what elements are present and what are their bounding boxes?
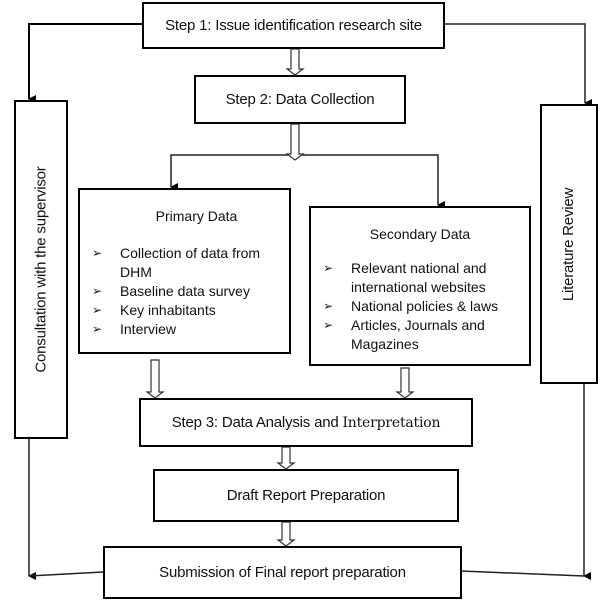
arrowhead-bullet-icon: ➢ — [323, 299, 334, 313]
arrowhead-bullet-icon: ➢ — [92, 303, 103, 317]
list-item: ➢Articles, Journals and — [323, 317, 485, 333]
step3-box: Step 3: Data Analysis and Interpretation — [139, 398, 473, 447]
step1-box: Step 1: Issue identification research si… — [142, 2, 445, 49]
arrowhead-bullet-icon: ➢ — [92, 246, 103, 260]
connector-step1-to-consultation — [28, 23, 142, 103]
hollow-arrow-primary-to-step3 — [145, 359, 165, 399]
list-item: ➢Key inhabitants — [92, 302, 216, 318]
secondary-data-title: Secondary Data — [369, 226, 471, 242]
list-item: ➢Interview — [92, 321, 177, 337]
draft-report-box: Draft Report Preparation — [153, 469, 459, 522]
arrowhead-bullet-icon: ➢ — [92, 284, 103, 298]
submission-box: Submission of Final report preparation — [103, 546, 462, 599]
hollow-arrow-secondary-to-step3 — [395, 367, 415, 399]
submission-label: Submission of Final report preparation — [159, 564, 406, 581]
arrowhead-bullet-icon: ➢ — [323, 318, 334, 332]
hollow-arrow-step3-to-draft — [276, 446, 296, 470]
connector-step1-to-literature — [444, 23, 592, 107]
primary-data-list: ➢Collection of data from DHM ➢Baseline d… — [80, 244, 289, 339]
secondary-data-list: ➢Relevant national and international web… — [311, 259, 529, 354]
list-item: DHM — [120, 264, 152, 280]
draft-report-label: Draft Report Preparation — [226, 487, 386, 504]
list-item: Magazines — [351, 336, 419, 352]
step3-label: Step 3: Data Analysis and Interpretation — [171, 414, 441, 431]
connector-submission-right — [460, 570, 585, 577]
hollow-arrow-draft-to-submission — [276, 521, 296, 547]
secondary-data-box: Secondary Data ➢Relevant national and in… — [309, 206, 531, 366]
primary-data-title: Primary Data — [155, 208, 238, 224]
step1-label: Step 1: Issue identification research si… — [165, 17, 422, 34]
arrowhead-bullet-icon: ➢ — [92, 322, 103, 336]
literature-review-label: Literature Review — [560, 187, 578, 301]
arrowhead-bullet-icon: ➢ — [323, 261, 334, 275]
consultation-label: Consultation with the supervisor — [32, 166, 50, 373]
list-item: ➢Collection of data from — [92, 245, 261, 261]
list-item: ➢Baseline data survey — [92, 283, 250, 299]
connector-step2-to-primary — [170, 154, 295, 191]
primary-data-box: Primary Data ➢Collection of data from DH… — [78, 188, 291, 354]
step2-box: Step 2: Data Collection — [194, 75, 406, 124]
step2-label: Step 2: Data Collection — [225, 91, 375, 108]
hollow-arrow-step2-to-split — [285, 123, 305, 161]
consultation-box: Consultation with the supervisor — [14, 100, 68, 439]
connector-submission-left — [28, 571, 104, 577]
list-item: ➢National policies & laws — [323, 298, 499, 314]
hollow-arrow-step1-to-step2 — [285, 48, 305, 76]
connector-step2-to-secondary — [295, 154, 445, 209]
literature-review-box: Literature Review — [540, 104, 598, 384]
list-item: ➢Relevant national and — [323, 260, 487, 276]
list-item: international websites — [351, 279, 486, 295]
